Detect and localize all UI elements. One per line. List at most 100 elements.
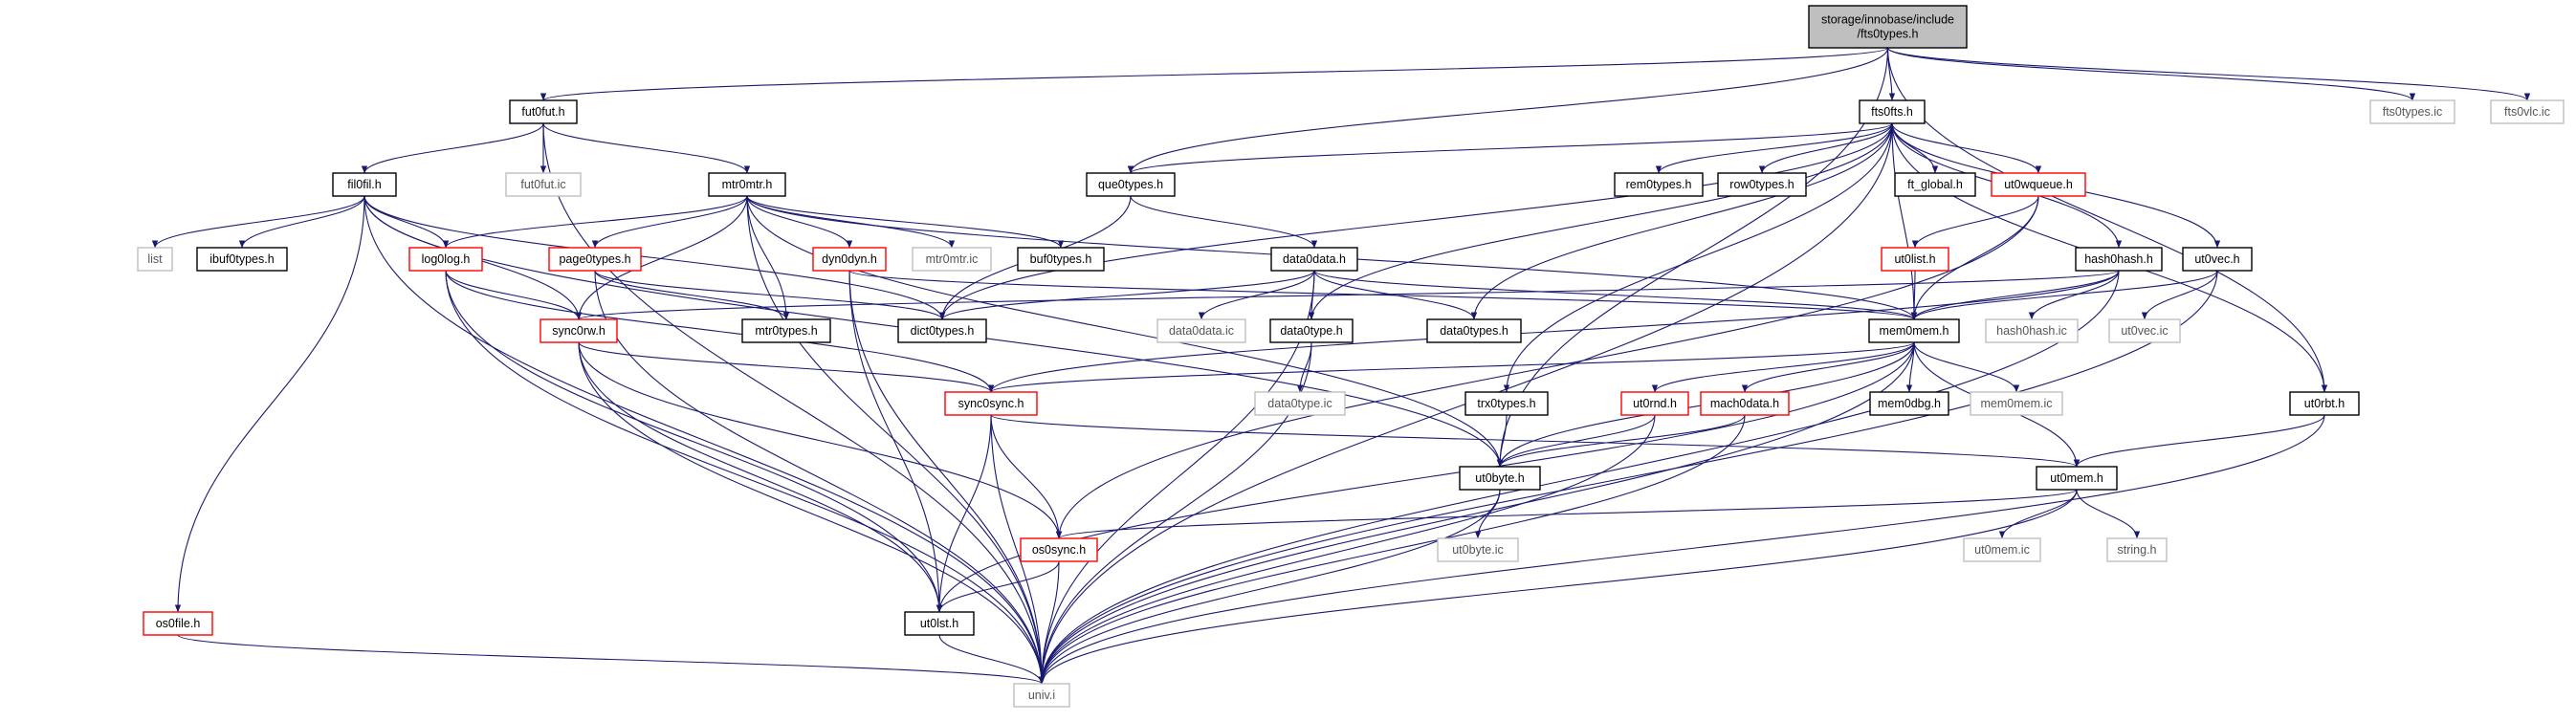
- edge-mach0data-h-to-univ-i: [1038, 414, 1746, 685]
- node-mtr0mtr-ic[interactable]: mtr0mtr.ic: [912, 247, 992, 272]
- node-label: buf0types.h: [1030, 252, 1092, 266]
- node-box: [1881, 247, 1949, 272]
- edge-fts0fts-h-to-que0types-h: [1128, 122, 1893, 174]
- node-ut0rbt-h[interactable]: ut0rbt.h: [2289, 391, 2360, 416]
- edge-mtr0mtr-h-to-dyn0dyn-h: [746, 195, 853, 249]
- node-data0type-ic[interactable]: data0type.ic: [1254, 391, 1346, 416]
- node-mem0dbg-h[interactable]: mem0dbg.h: [1869, 391, 1949, 416]
- node-label: ut0mem.h: [2050, 471, 2103, 485]
- node-label: fut0fut.h: [521, 105, 564, 119]
- node-ut0vec-h[interactable]: ut0vec.h: [2182, 247, 2253, 272]
- node-mem0mem-h[interactable]: mem0mem.h: [1868, 318, 1960, 343]
- edge-sync0rw-h-to-os0sync-h: [578, 341, 1063, 539]
- node-box: [1270, 247, 1358, 272]
- node-label: data0types.h: [1440, 324, 1508, 338]
- edge-mtr0mtr-h-to-univ-i: [746, 195, 1046, 685]
- edge-mem0mem-h-to-mem0mem-ic: [1913, 341, 2020, 393]
- node-box: [1717, 172, 1807, 197]
- edge-os0file-h-to-univ-i: [177, 634, 1045, 685]
- node-buf0types-h[interactable]: buf0types.h: [1017, 247, 1105, 272]
- node-label: /fts0types.h: [1858, 28, 1919, 41]
- node-label: que0types.h: [1098, 178, 1163, 191]
- node-sync0rw-h[interactable]: sync0rw.h: [539, 318, 618, 343]
- node-ibuf0types-h[interactable]: ibuf0types.h: [196, 247, 288, 272]
- node-data0type-h[interactable]: data0type.h: [1269, 318, 1354, 343]
- node-page0types-h[interactable]: page0types.h: [548, 247, 642, 272]
- edge-fts0fts-h-to-trx0types-h: [1503, 122, 1893, 393]
- node-trx0types-h[interactable]: trx0types.h: [1464, 391, 1549, 416]
- node-data0data-h[interactable]: data0data.h: [1270, 247, 1358, 272]
- node-fts0fts-h[interactable]: fts0fts.h: [1859, 99, 1926, 124]
- node-os0file-h[interactable]: os0file.h: [143, 611, 213, 636]
- node-box: [143, 611, 213, 636]
- node-ft-global-h[interactable]: ft_global.h: [1894, 172, 1976, 197]
- edge-page0types-h-to-mtr0types-h: [594, 270, 790, 320]
- edge-data0data-h-to-data0data-ic: [1198, 270, 1315, 320]
- node-root[interactable]: storage/innobase/include/fts0types.h: [1808, 5, 1968, 49]
- edge-mem0mem-h-to-mach0data-h: [1741, 341, 1915, 393]
- node-fut0fut-h[interactable]: fut0fut.h: [509, 99, 578, 124]
- node-label: mtr0types.h: [755, 324, 817, 338]
- node-box: [1437, 537, 1519, 562]
- node-ut0vec-ic[interactable]: ut0vec.ic: [2108, 318, 2181, 343]
- node-fts0types-ic[interactable]: fts0types.ic: [2369, 99, 2455, 124]
- edge-mem0mem-h-to-sync0sync-h: [988, 341, 1915, 393]
- node-box: [539, 318, 618, 343]
- node-log0log-h[interactable]: log0log.h: [408, 247, 483, 272]
- node-os0sync-h[interactable]: os0sync.h: [1020, 537, 1098, 562]
- node-ut0mem-h[interactable]: ut0mem.h: [2036, 466, 2118, 491]
- node-mtr0types-h[interactable]: mtr0types.h: [741, 318, 831, 343]
- node-label: mtr0mtr.ic: [926, 252, 979, 266]
- node-mach0data-h[interactable]: mach0data.h: [1700, 391, 1790, 416]
- edge-hash0hash-h-to-sync0rw-h: [576, 270, 2120, 320]
- edge-data0data-h-to-mem0mem-h: [1313, 270, 1917, 320]
- node-box: [509, 99, 578, 124]
- node-que0types-h[interactable]: que0types.h: [1086, 172, 1176, 197]
- edge-sync0rw-h-to-univ-i: [578, 341, 1046, 685]
- node-fts0vlc-ic[interactable]: fts0vlc.ic: [2490, 99, 2565, 124]
- node-label: ut0mem.ic: [1974, 543, 2030, 557]
- edge-sync0rw-h-to-ut0lst-h: [578, 341, 943, 613]
- node-mtr0mtr-h[interactable]: mtr0mtr.h: [708, 172, 786, 197]
- node-ut0byte-ic[interactable]: ut0byte.ic: [1437, 537, 1519, 562]
- node-dict0types-h[interactable]: dict0types.h: [897, 318, 987, 343]
- node-box: [1808, 5, 1968, 49]
- node-ut0byte-h[interactable]: ut0byte.h: [1459, 466, 1541, 491]
- node-mem0mem-ic[interactable]: mem0mem.ic: [1970, 391, 2063, 416]
- node-row0types-h[interactable]: row0types.h: [1717, 172, 1807, 197]
- node-label: ibuf0types.h: [209, 252, 274, 266]
- node-list[interactable]: list: [137, 247, 173, 272]
- node-ut0mem-ic[interactable]: ut0mem.ic: [1963, 537, 2041, 562]
- node-box: [1614, 172, 1704, 197]
- node-sync0sync-h[interactable]: sync0sync.h: [944, 391, 1038, 416]
- node-fil0fil-h[interactable]: fil0fil.h: [332, 172, 397, 197]
- edges-layer: [151, 47, 2530, 685]
- node-label: ft_global.h: [1907, 178, 1963, 191]
- node-string-h[interactable]: string.h: [2106, 537, 2168, 562]
- node-rem0types-h[interactable]: rem0types.h: [1614, 172, 1704, 197]
- node-ut0rnd-h[interactable]: ut0rnd.h: [1620, 391, 1689, 416]
- node-label: string.h: [2118, 543, 2157, 557]
- node-box: [1426, 318, 1522, 343]
- node-ut0lst-h[interactable]: ut0lst.h: [904, 611, 975, 636]
- node-ut0list-h[interactable]: ut0list.h: [1881, 247, 1949, 272]
- node-box: [1086, 172, 1176, 197]
- node-dyn0dyn-h[interactable]: dyn0dyn.h: [812, 247, 887, 272]
- node-fut0fut-ic[interactable]: fut0fut.ic: [505, 172, 582, 197]
- edge-fil0fil-h-to-ibuf0types-h: [238, 195, 365, 249]
- node-data0types-h[interactable]: data0types.h: [1426, 318, 1522, 343]
- node-label: dyn0dyn.h: [822, 252, 877, 266]
- node-box: [1985, 318, 2079, 343]
- node-label: page0types.h: [559, 252, 630, 266]
- node-label: ut0rnd.h: [1633, 397, 1677, 410]
- node-ut0wqueue-h[interactable]: ut0wqueue.h: [1991, 172, 2086, 197]
- node-hash0hash-h[interactable]: hash0hash.h: [2075, 247, 2163, 272]
- node-data0data-ic[interactable]: data0data.ic: [1156, 318, 1246, 343]
- node-univ-i[interactable]: univ.i: [1013, 683, 1070, 708]
- edge-dyn0dyn-h-to-mem0mem-h: [848, 270, 1917, 320]
- edge-mtr0mtr-h-to-buf0types-h: [746, 195, 1065, 249]
- node-label: ut0vec.ic: [2121, 324, 2168, 338]
- edge-root-to-que0types-h: [1127, 47, 1889, 174]
- node-hash0hash-ic[interactable]: hash0hash.ic: [1985, 318, 2079, 343]
- node-label: trx0types.h: [1477, 397, 1535, 410]
